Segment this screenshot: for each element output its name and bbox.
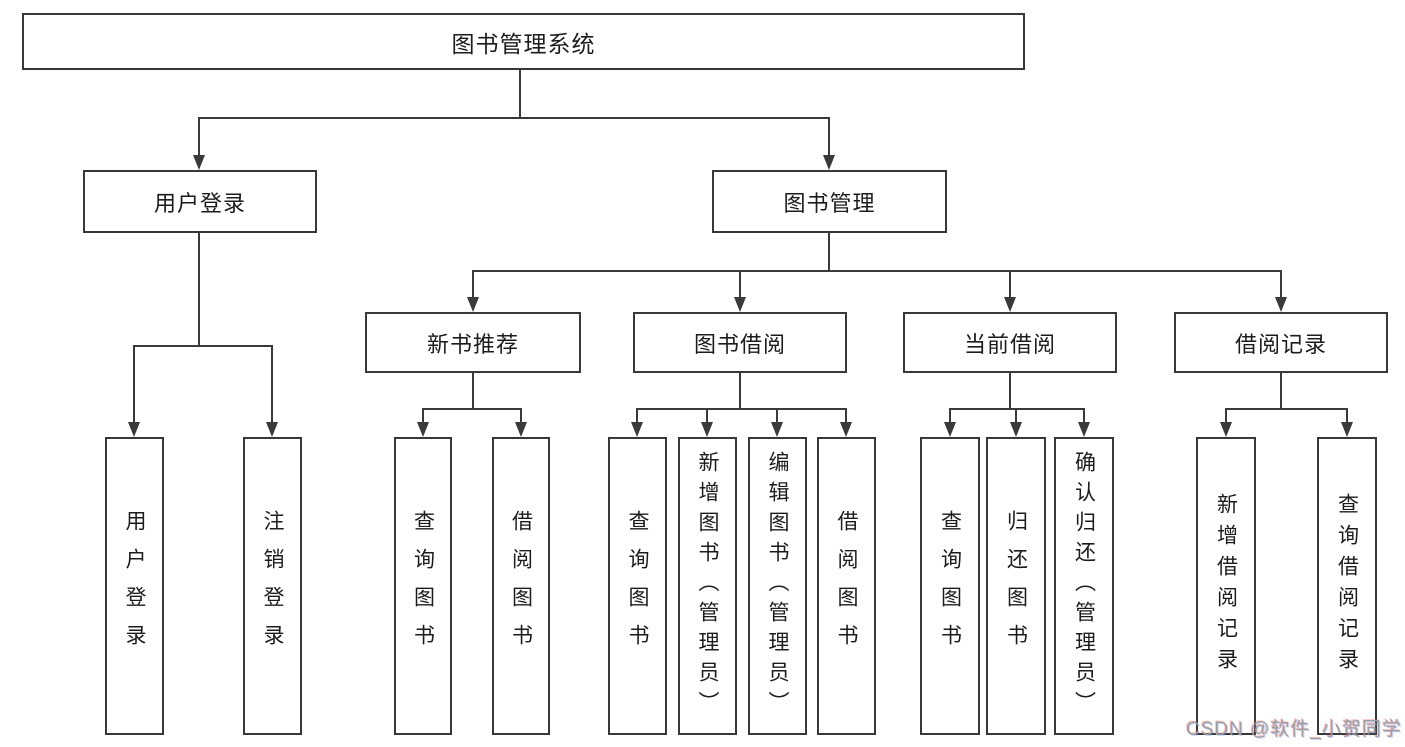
arrow-br-add (1220, 422, 1232, 437)
arrow-bb-query (631, 422, 643, 437)
node-borrow-records: 借阅记录 (1174, 312, 1388, 373)
connector-drop-book-management (828, 117, 830, 156)
node-new-book-recommend: 新书推荐 (365, 312, 581, 373)
connector-drop-borrow-records (1280, 270, 1282, 298)
arrow-bb-borrow (840, 422, 852, 437)
node-user-login-label: 用户登录 (153, 190, 246, 216)
connector-drop-br-query (1346, 408, 1348, 423)
connector-book-borrow-stem (739, 372, 741, 408)
connector-drop-leaf-login (133, 345, 135, 423)
node-book-management: 图书管理 (712, 170, 947, 233)
connector-drop-cb-query (949, 408, 951, 423)
connector-drop-nb-borrow (520, 408, 522, 423)
connector-user-login-bar (133, 345, 273, 347)
connector-level2-bar (198, 117, 830, 119)
leaf-newbook-borrow: 借阅图书 (492, 437, 550, 735)
leaf-borrow-add-admin-label: 新增图书（管理员） (696, 451, 719, 721)
node-book-management-label: 图书管理 (783, 190, 876, 216)
connector-drop-bb-edit (776, 408, 778, 423)
node-borrow-records-label: 借阅记录 (1234, 331, 1327, 357)
arrow-book-borrow (734, 297, 746, 312)
node-book-borrow: 图书借阅 (633, 312, 847, 373)
connector-borrow-records-bar (1225, 408, 1348, 410)
leaf-user-login: 用户登录 (105, 437, 164, 735)
connector-borrow-records-stem (1280, 372, 1282, 408)
leaf-return-book-label: 归还图书 (1004, 510, 1028, 662)
leaf-borrow-book-label: 借阅图书 (835, 510, 858, 662)
leaf-logout: 注销登录 (243, 437, 302, 735)
arrow-br-query (1341, 422, 1353, 437)
connector-user-login-stem (198, 232, 200, 345)
arrow-bb-edit (771, 422, 783, 437)
node-root-label: 图书管理系统 (451, 30, 596, 57)
node-root: 图书管理系统 (22, 13, 1025, 70)
leaf-newbook-query-label: 查询图书 (411, 510, 435, 662)
connector-root-stem (519, 69, 521, 117)
node-book-borrow-label: 图书借阅 (693, 331, 786, 357)
leaf-borrow-book: 借阅图书 (817, 437, 876, 735)
arrow-leaf-logout (266, 422, 278, 437)
connector-drop-cb-return (1015, 408, 1017, 423)
leaf-user-login-label: 用户登录 (123, 510, 146, 662)
arrow-cb-return (1010, 422, 1022, 437)
connector-current-borrow-bar (949, 408, 1085, 410)
arrow-cb-query (944, 422, 956, 437)
arrow-leaf-login (128, 422, 140, 437)
connector-drop-leaf-logout (271, 345, 273, 423)
arrow-nb-query (417, 422, 429, 437)
leaf-record-query-label: 查询借阅记录 (1335, 493, 1359, 679)
connector-new-book-bar (422, 408, 522, 410)
leaf-current-query-label: 查询图书 (938, 510, 962, 662)
connector-drop-current-borrow (1009, 270, 1011, 298)
leaf-record-add-label: 新增借阅记录 (1214, 493, 1238, 679)
arrow-new-book (467, 297, 479, 312)
leaf-borrow-edit-admin: 编辑图书（管理员） (748, 437, 807, 735)
connector-drop-user-login (198, 117, 200, 156)
leaf-record-query: 查询借阅记录 (1317, 437, 1377, 735)
arrow-borrow-records (1275, 297, 1287, 312)
leaf-newbook-query: 查询图书 (394, 437, 452, 735)
node-current-borrow: 当前借阅 (903, 312, 1117, 373)
arrow-bb-add (701, 422, 713, 437)
connector-book-management-stem (828, 232, 830, 270)
connector-drop-nb-query (422, 408, 424, 423)
node-new-book-recommend-label: 新书推荐 (426, 331, 519, 357)
leaf-logout-label: 注销登录 (261, 510, 284, 662)
node-current-borrow-label: 当前借阅 (963, 331, 1056, 357)
leaf-borrow-add-admin: 新增图书（管理员） (678, 437, 737, 735)
connector-drop-new-book (472, 270, 474, 298)
connector-drop-br-add (1225, 408, 1227, 423)
connector-drop-bb-query (636, 408, 638, 423)
leaf-confirm-return-admin-label: 确认归还（管理员） (1072, 451, 1096, 721)
arrow-user-login (193, 155, 205, 170)
connector-drop-bb-borrow (845, 408, 847, 423)
arrow-book-management (823, 155, 835, 170)
leaf-borrow-query-label: 查询图书 (626, 510, 649, 662)
node-user-login: 用户登录 (83, 170, 317, 233)
leaf-current-query: 查询图书 (920, 437, 980, 735)
connector-drop-bb-add (706, 408, 708, 423)
arrow-cb-confirm (1078, 422, 1090, 437)
leaf-newbook-borrow-label: 借阅图书 (509, 510, 533, 662)
connector-book-borrow-bar (636, 408, 847, 410)
leaf-return-book: 归还图书 (986, 437, 1046, 735)
connector-drop-cb-confirm (1083, 408, 1085, 423)
leaf-borrow-query: 查询图书 (608, 437, 667, 735)
csdn-watermark: CSDN @软件_小贺同学 (1186, 719, 1402, 740)
connector-level3-bar (472, 270, 1282, 272)
leaf-record-add: 新增借阅记录 (1196, 437, 1256, 735)
leaf-borrow-edit-admin-label: 编辑图书（管理员） (766, 451, 789, 721)
arrow-current-borrow (1004, 297, 1016, 312)
leaf-confirm-return-admin: 确认归还（管理员） (1054, 437, 1114, 735)
connector-new-book-stem (472, 372, 474, 408)
connector-current-borrow-stem (1009, 372, 1011, 408)
connector-drop-book-borrow (739, 270, 741, 298)
arrow-nb-borrow (515, 422, 527, 437)
